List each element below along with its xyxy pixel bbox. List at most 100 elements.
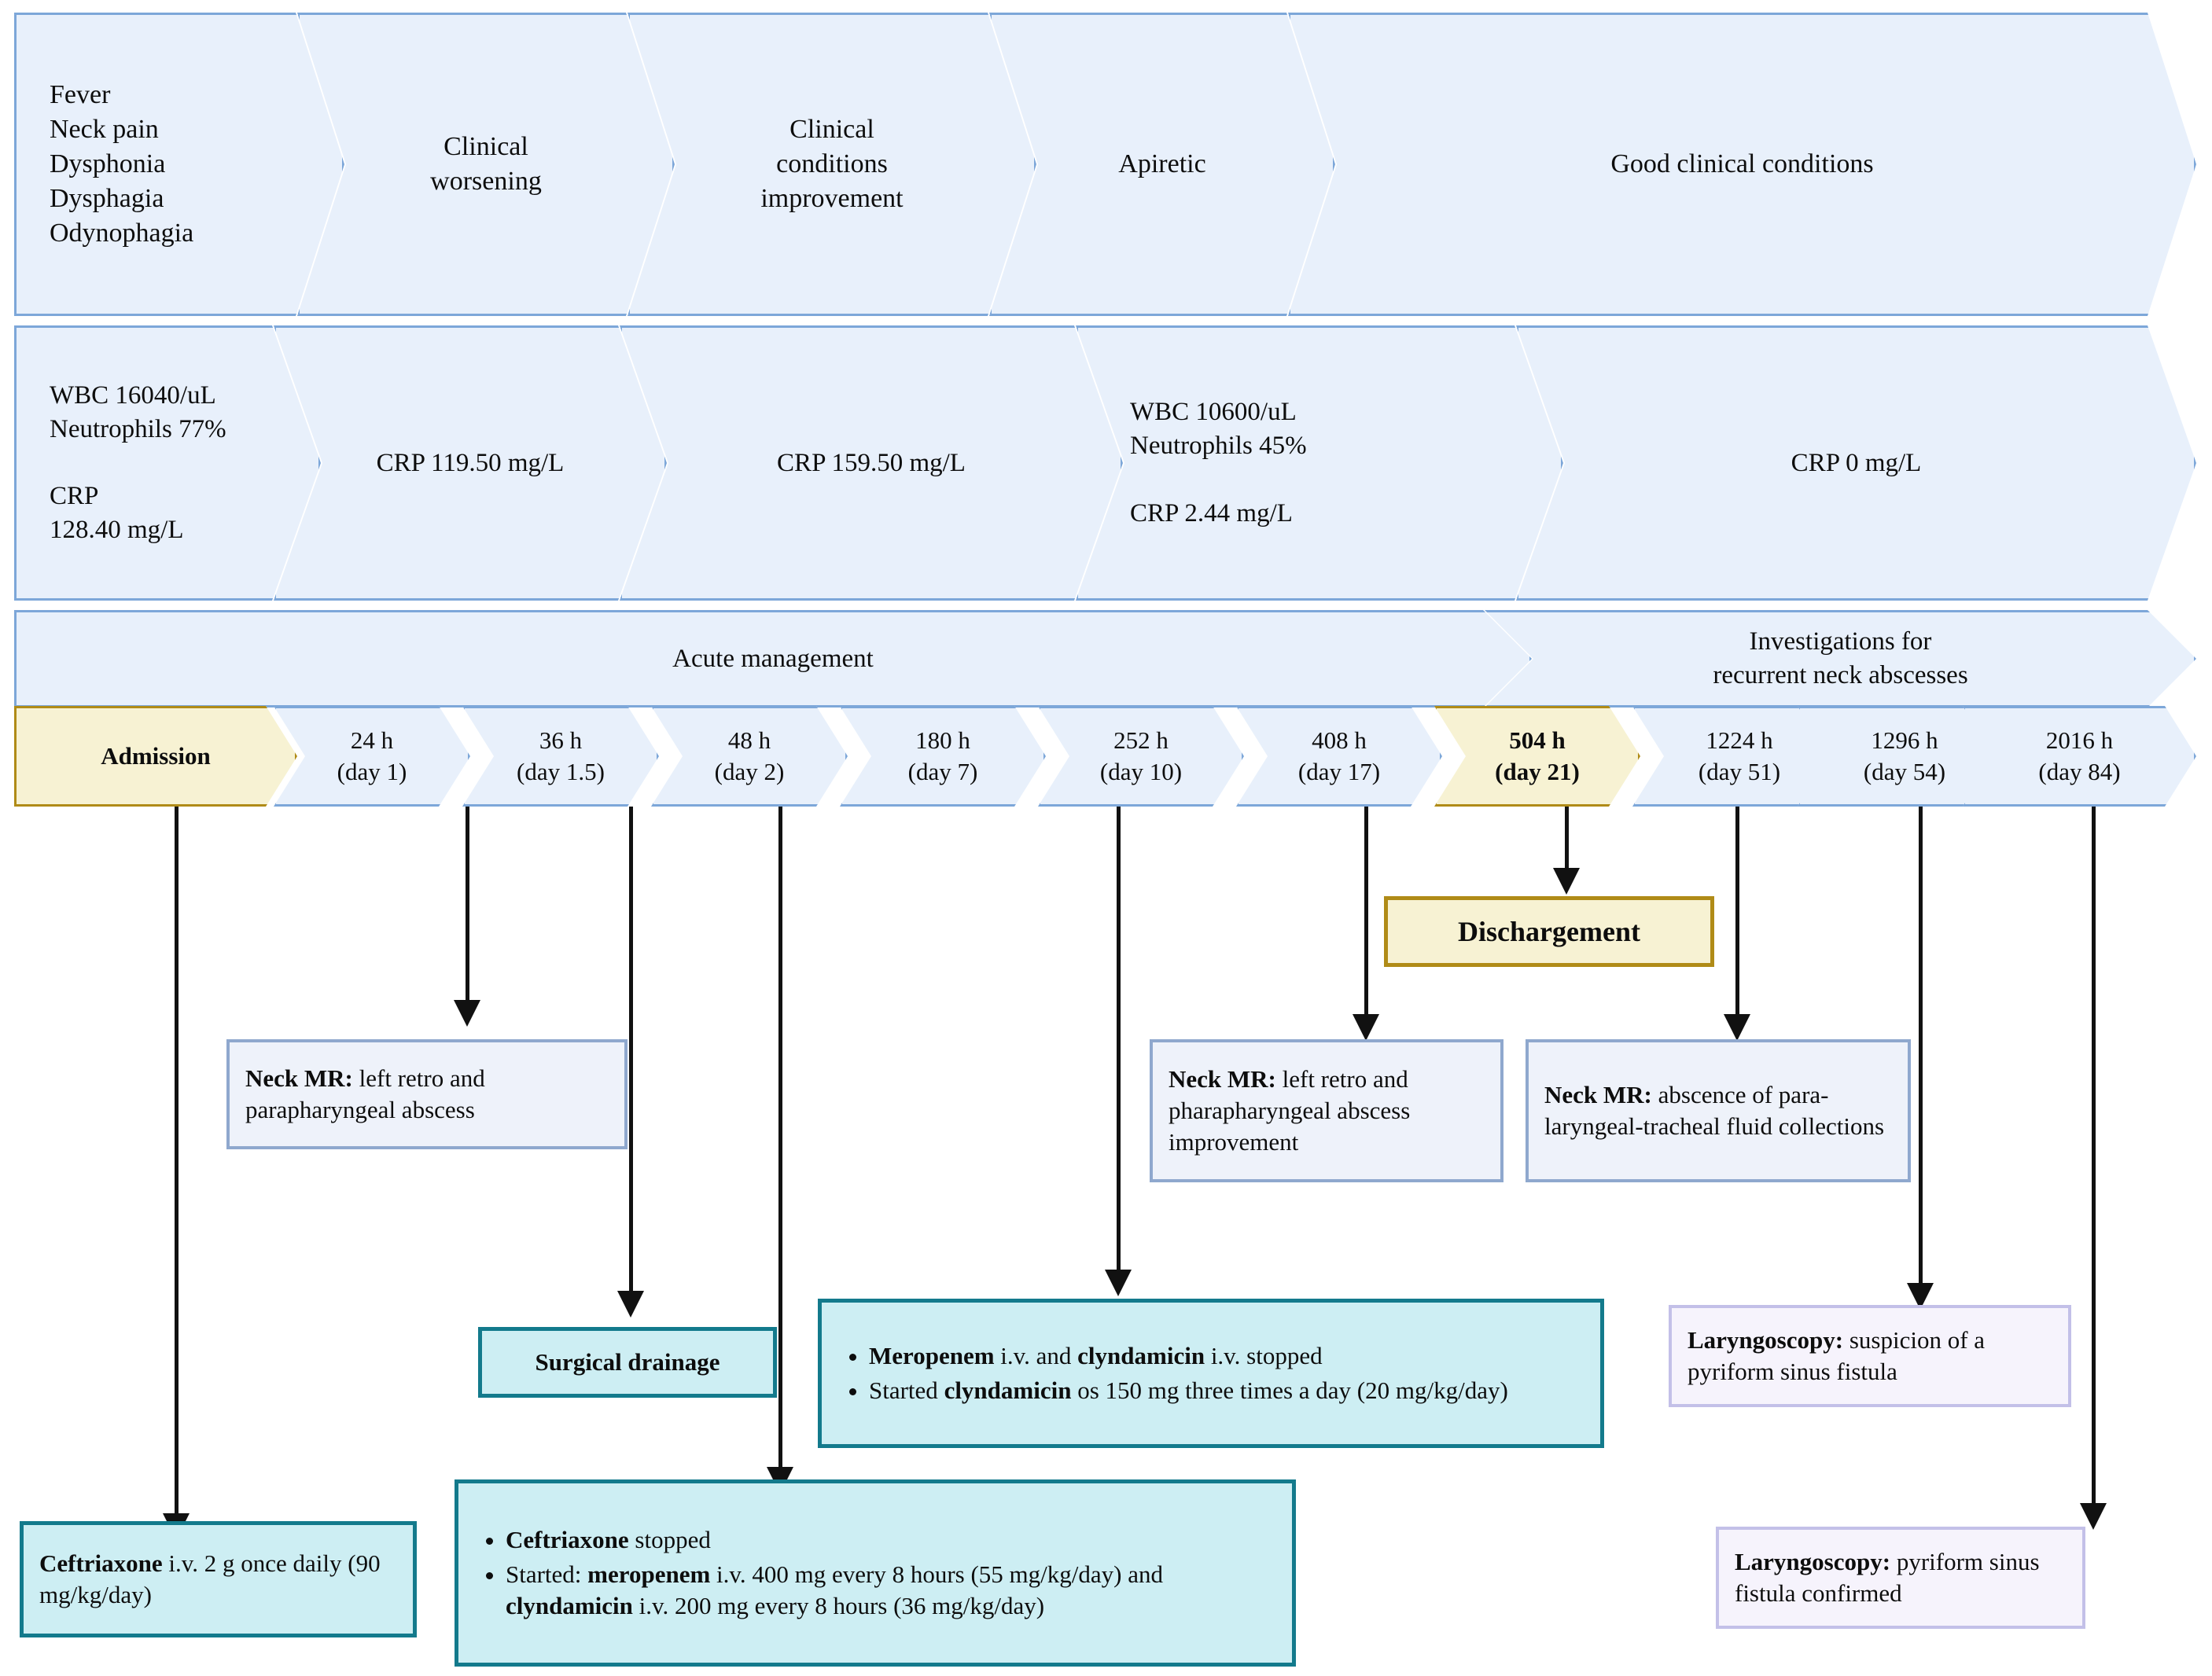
connector-36h-arrowhead	[617, 1291, 644, 1318]
ceftriaxone-admission-drug: Ceftriaxone	[39, 1549, 163, 1577]
chevron-acute-management-label: Acute management	[672, 644, 874, 673]
timeline-item-252h-label: 252 h (day 10)	[1099, 726, 1183, 785]
antibiotic-switch-48h-list: Ceftriaxone stopped Started: meropenem i…	[474, 1521, 1276, 1626]
timeline-item-1224h[interactable]: 1224 h (day 51)	[1632, 706, 1846, 807]
timeline-item-2016h[interactable]: 2016 h (day 84)	[1963, 706, 2196, 807]
neck-mr-1224h-detail: abscence of para-laryngeal-tracheal flui…	[1544, 1080, 1885, 1140]
list-item: Meropenem i.v. and clyndamicin i.v. stop…	[869, 1340, 1508, 1372]
neck-mr-408h-label: Neck MR:	[1169, 1064, 1276, 1093]
chevron-clinical-worsening: Clinical worsening	[297, 13, 675, 316]
dischargement-label: Dischargement	[1458, 915, 1640, 947]
timeline-item-180h-label: 180 h (day 7)	[907, 726, 978, 785]
neck-mr-1224h-label: Neck MR:	[1544, 1080, 1652, 1108]
switch180-post: i.v. stopped	[1205, 1341, 1323, 1369]
laryngoscopy-1296h-label: Laryngoscopy:	[1688, 1325, 1844, 1354]
list-item: Ceftriaxone stopped	[506, 1524, 1276, 1556]
timeline-item-48h-label: 48 h (day 2)	[714, 726, 785, 785]
timeline-item-24h-label: 24 h (day 1)	[337, 726, 407, 785]
connector-1224h-arrowhead	[1724, 1014, 1750, 1041]
connector-408h	[1364, 807, 1368, 1017]
chevron-labs-24h-label: CRP 119.50 mg/L	[376, 448, 565, 477]
timeline-item-504h[interactable]: 504 h (day 21)	[1434, 706, 1640, 807]
chevron-clinical-improvement-label: Clinical conditions improvement	[760, 114, 904, 214]
surgical-drainage-label: Surgical drainage	[535, 1347, 720, 1376]
connector-408h-arrowhead	[1353, 1014, 1379, 1041]
laryngoscopy-1296h-text: Laryngoscopy: suspicion of a pyriform si…	[1688, 1325, 2052, 1388]
chevron-labs-admission-label: WBC 16040/uL Neutrophils 77% CRP 128.40 …	[50, 380, 226, 545]
chevron-apiretic: Apiretic	[989, 13, 1335, 316]
switch48-rest1: stopped	[628, 1525, 711, 1553]
timeline-item-1296h-label: 1296 h (day 54)	[1863, 726, 1946, 785]
connector-180h	[1117, 807, 1121, 1274]
connector-504h	[1565, 807, 1569, 871]
timeline-item-1224h-label: 1224 h (day 51)	[1698, 726, 1781, 785]
switch48-drug3: clyndamicin	[506, 1592, 633, 1620]
chevron-good-conditions-label: Good clinical conditions	[1610, 149, 1874, 178]
ceftriaxone-admission-text: Ceftriaxone i.v. 2 g once daily (90 mg/k…	[39, 1548, 397, 1612]
chevron-clinical-improvement: Clinical conditions improvement	[628, 13, 1036, 316]
timeline-item-36h[interactable]: 36 h (day 1.5)	[462, 706, 659, 807]
neck-mr-24h-text: Neck MR: left retro and parapharyngeal a…	[245, 1063, 609, 1127]
switch48-drug2: meropenem	[587, 1560, 711, 1588]
switch180-drug3: clyndamicin	[944, 1376, 1072, 1404]
switch180-drug2: clyndamicin	[1077, 1341, 1205, 1369]
timeline-item-2016h-label: 2016 h (day 84)	[2038, 726, 2121, 785]
neck-mr-408h-detail: left retro and pharapharyngeal abscess i…	[1169, 1064, 1411, 1156]
neck-mr-24h-label: Neck MR:	[245, 1064, 353, 1092]
timeline-item-252h[interactable]: 252 h (day 10)	[1038, 706, 1244, 807]
timeline-item-180h[interactable]: 180 h (day 7)	[840, 706, 1046, 807]
timeline-item-36h-label: 36 h (day 1.5)	[517, 726, 605, 785]
switch48-mid: i.v. 400 mg every 8 hours (55 mg/kg/day)…	[710, 1560, 1163, 1588]
timeline-item-admission-label: Admission	[101, 741, 211, 770]
timeline-item-24h[interactable]: 24 h (day 1)	[274, 706, 470, 807]
connector-admission	[175, 807, 179, 1517]
laryngoscopy-2016h-text: Laryngoscopy: pyriform sinus fistula con…	[1735, 1546, 2067, 1610]
chevron-labs-48h: CRP 159.50 mg/L	[620, 325, 1123, 601]
connector-180h-arrowhead	[1105, 1270, 1132, 1296]
laryngoscopy-1296h-detail: suspicion of a pyriform sinus fistula	[1688, 1325, 1986, 1385]
chevron-investigations-label: Investigations for recurrent neck absces…	[1713, 627, 1968, 689]
neck-mr-408h-box: Neck MR: left retro and pharapharyngeal …	[1150, 1039, 1503, 1182]
connector-36h	[629, 807, 633, 1294]
switch48-drug1: Ceftriaxone	[506, 1525, 629, 1553]
chevron-labs-1224h-label: CRP 0 mg/L	[1791, 448, 1922, 477]
laryngoscopy-2016h-label: Laryngoscopy:	[1735, 1547, 1891, 1575]
timeline-item-48h[interactable]: 48 h (day 2)	[651, 706, 848, 807]
timeline-item-408h[interactable]: 408 h (day 17)	[1236, 706, 1442, 807]
laryngoscopy-2016h-box: Laryngoscopy: pyriform sinus fistula con…	[1716, 1527, 2085, 1629]
chevron-labs-252h-label: WBC 10600/uL Neutrophils 45% CRP 2.44 mg…	[1130, 398, 1307, 527]
laryngoscopy-1296h-box: Laryngoscopy: suspicion of a pyriform si…	[1669, 1305, 2071, 1407]
chevron-symptoms-label: Fever Neck pain Dysphonia Dysphagia Odyn…	[50, 79, 194, 248]
neck-mr-24h-box: Neck MR: left retro and parapharyngeal a…	[226, 1039, 628, 1149]
neck-mr-1224h-box: Neck MR: abscence of para-laryngeal-trac…	[1526, 1039, 1911, 1182]
neck-mr-24h-detail: left retro and parapharyngeal abscess	[245, 1064, 485, 1123]
timeline-item-408h-label: 408 h (day 17)	[1297, 726, 1381, 785]
chevron-symptoms: Fever Neck pain Dysphonia Dysphagia Odyn…	[14, 13, 344, 316]
chevron-investigations: Investigations for recurrent neck absces…	[1485, 610, 2196, 708]
chevron-good-conditions: Good clinical conditions	[1288, 13, 2196, 316]
switch180-post2: os 150 mg three times a day (20 mg/kg/da…	[1071, 1376, 1508, 1404]
neck-mr-1224h-text: Neck MR: abscence of para-laryngeal-trac…	[1544, 1079, 1892, 1143]
connector-48h	[778, 807, 782, 1471]
antibiotic-switch-180h-box: Meropenem i.v. and clyndamicin i.v. stop…	[818, 1299, 1604, 1448]
list-item: Started clyndamicin os 150 mg three time…	[869, 1375, 1508, 1406]
connector-24h	[466, 807, 469, 1003]
chevron-labs-252h: WBC 10600/uL Neutrophils 45% CRP 2.44 mg…	[1076, 325, 1563, 601]
chevron-labs-admission: WBC 16040/uL Neutrophils 77% CRP 128.40 …	[14, 325, 321, 601]
chevron-labs-24h: CRP 119.50 mg/L	[274, 325, 667, 601]
switch180-pre2: Started	[869, 1376, 944, 1404]
connector-2016h	[2092, 807, 2096, 1506]
antibiotic-switch-48h-box: Ceftriaxone stopped Started: meropenem i…	[455, 1479, 1296, 1667]
neck-mr-408h-text: Neck MR: left retro and pharapharyngeal …	[1169, 1064, 1485, 1159]
antibiotic-switch-180h-list: Meropenem i.v. and clyndamicin i.v. stop…	[837, 1337, 1508, 1410]
chevron-labs-1224h: CRP 0 mg/L	[1516, 325, 2196, 601]
chevron-clinical-worsening-label: Clinical worsening	[430, 131, 542, 196]
switch180-drug1: Meropenem	[869, 1341, 995, 1369]
timeline-item-admission[interactable]: Admission	[14, 706, 297, 807]
ceftriaxone-admission-detail: i.v. 2 g once daily (90 mg/kg/day)	[39, 1549, 381, 1608]
chevron-apiretic-label: Apiretic	[1118, 149, 1206, 178]
chevron-labs-48h-label: CRP 159.50 mg/L	[777, 448, 966, 477]
switch180-mid: i.v. and	[994, 1341, 1078, 1369]
connector-1296h	[1919, 807, 1923, 1286]
